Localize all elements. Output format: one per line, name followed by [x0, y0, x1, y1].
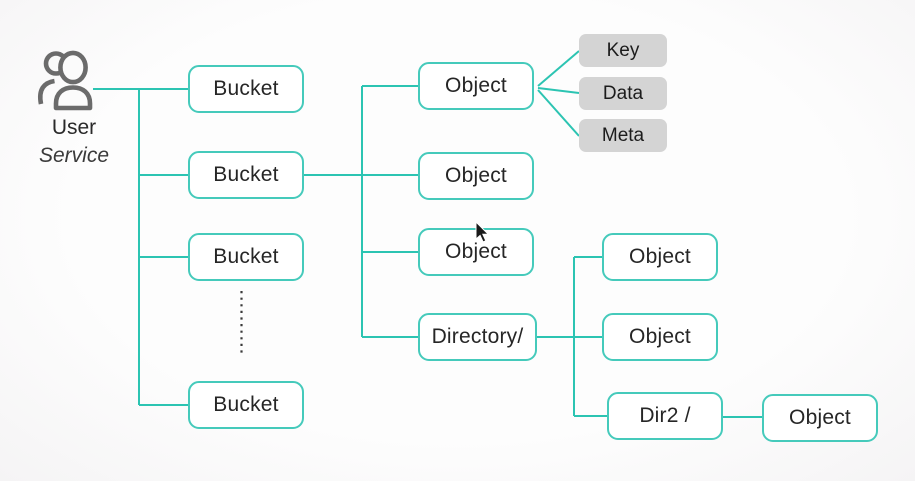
directory-object-node-2: Object	[602, 313, 718, 361]
bucket-label: Bucket	[213, 393, 279, 416]
users-icon	[38, 50, 93, 111]
user-label: User	[51, 116, 97, 139]
meta-node: Meta	[579, 119, 667, 152]
object-node-2: Object	[418, 152, 534, 200]
dir2-node: Dir2 /	[607, 392, 723, 440]
data-label: Data	[602, 82, 644, 104]
bucket-node-2: Bucket	[188, 151, 304, 199]
directory-object-node-1: Object	[602, 233, 718, 281]
service-label: Service	[38, 144, 110, 167]
bucket-node-1: Bucket	[188, 65, 304, 113]
bucket-label: Bucket	[213, 245, 279, 268]
arrow-cursor	[475, 221, 490, 243]
object-label: Object	[445, 240, 507, 263]
directory-node: Directory/	[418, 313, 537, 361]
bucket-node-3: Bucket	[188, 233, 304, 281]
data-node: Data	[579, 77, 667, 110]
dir2-object-node: Object	[762, 394, 878, 442]
object-label: Object	[629, 245, 691, 268]
bucket-label: Bucket	[213, 163, 279, 186]
key-node: Key	[579, 34, 667, 67]
bucket-node-4: Bucket	[188, 381, 304, 429]
object-node-1: Object	[418, 62, 534, 110]
meta-label: Meta	[601, 124, 645, 146]
object-label: Object	[445, 74, 507, 97]
dir2-label: Dir2 /	[639, 404, 691, 427]
object-label: Object	[445, 164, 507, 187]
object-label: Object	[629, 325, 691, 348]
directory-label: Directory/	[431, 325, 524, 348]
object-label: Object	[789, 406, 851, 429]
user-group: User Service	[10, 46, 130, 176]
bucket-label: Bucket	[213, 77, 279, 100]
key-label: Key	[606, 39, 640, 61]
